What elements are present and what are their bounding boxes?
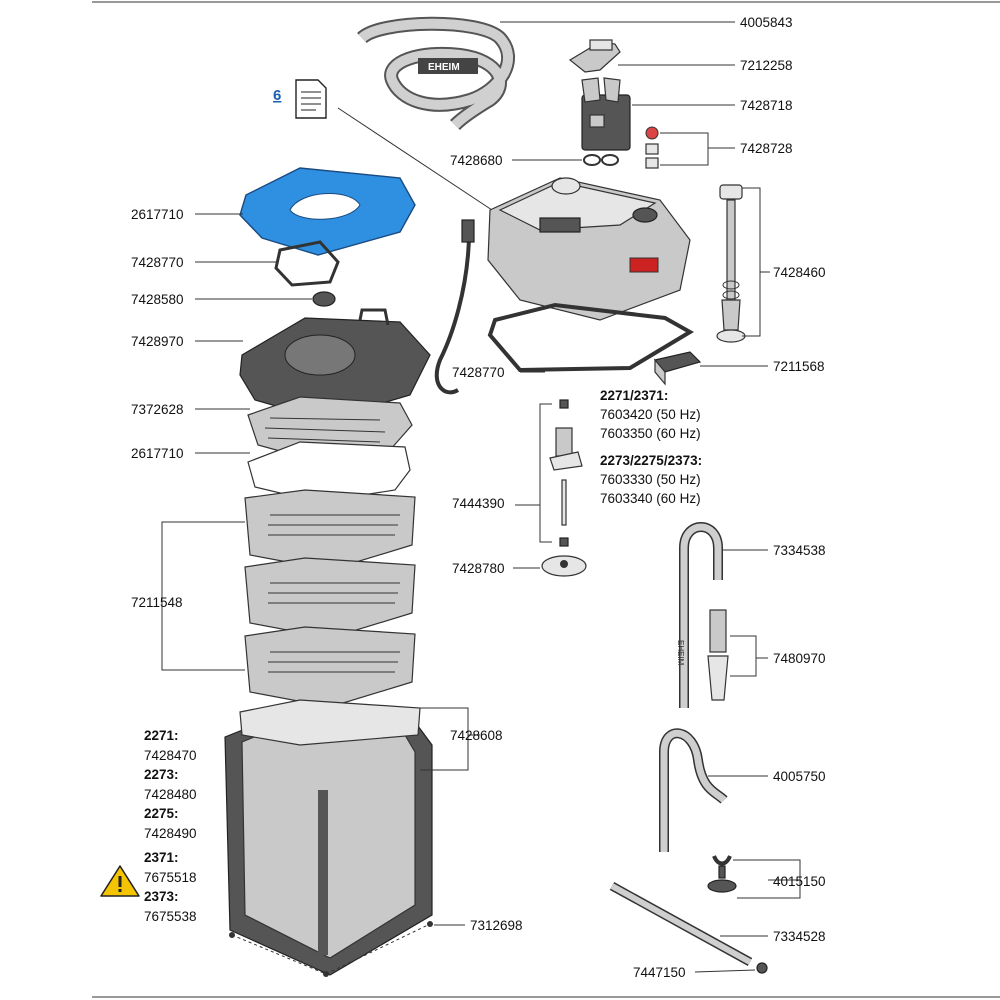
label-intake: 7334538 (773, 543, 826, 558)
motor-variant-5: 7603340 (60 Hz) (600, 491, 701, 506)
suction-cup-part (707, 855, 737, 893)
canister (224, 699, 433, 976)
label-tray: 7428970 (131, 334, 184, 349)
canister-variant-3: 7428480 (144, 787, 197, 802)
spray-bar (609, 882, 768, 974)
strainer-part (707, 609, 729, 701)
leader-strainer (730, 635, 768, 677)
label-filter-pad: 2617710 (131, 446, 184, 461)
canister-variant-2: 2273: (144, 767, 179, 782)
label-adapter: 7428718 (740, 98, 793, 113)
label-hose: 4005843 (740, 15, 793, 30)
warning-icon (100, 865, 140, 897)
seals-part (583, 154, 619, 166)
canister-variant-6: 2371: (144, 850, 179, 865)
label-baskets: 7211548 (131, 595, 183, 610)
motor-variant-0: 2271/2371: (600, 388, 668, 403)
impeller-assembly (541, 399, 587, 577)
leader-suction (733, 859, 801, 899)
leader-manual (337, 107, 496, 213)
label-spray: 7334528 (773, 929, 826, 944)
label-knob: 7428580 (131, 292, 184, 307)
pump-head-gasket (487, 302, 694, 373)
label-pump-gasket: 7428770 (452, 365, 505, 380)
canister-variant-1: 7428470 (144, 748, 197, 763)
canister-variant-5: 7428490 (144, 826, 197, 841)
leader-impeller (515, 403, 552, 543)
label-handle: 7428608 (450, 728, 503, 743)
label-feet: 7312698 (470, 918, 523, 933)
motor-variant-1: 7603420 (50 Hz) (600, 407, 701, 422)
outlet-pipe-assembly (716, 184, 746, 343)
intake-pipe: EHEIM (676, 522, 723, 708)
clip-part (568, 39, 621, 73)
pipe-brand: EHEIM (676, 640, 685, 666)
label-clip: 7212258 (740, 58, 793, 73)
label-return: 4005750 (773, 769, 826, 784)
canister-variant-0: 2271: (144, 728, 179, 743)
canister-variants: 2271: 7428470 2273: 7428480 2275: 742849… (144, 728, 197, 924)
top-gasket (274, 240, 340, 287)
label-top-cover: 2617710 (131, 207, 184, 222)
manual-link[interactable]: 6 (273, 87, 281, 104)
canister-variant-4: 2275: (144, 806, 179, 821)
basket-1 (244, 489, 416, 571)
label-endcap: 7447150 (633, 965, 686, 980)
motor-variant-4: 7603330 (50 Hz) (600, 472, 701, 487)
top-cover-blue (239, 167, 416, 256)
leader-endcap (694, 969, 756, 973)
label-outlet: 7428460 (773, 265, 826, 280)
canister-variant-8: 2373: (144, 889, 179, 904)
label-strainer: 7480970 (773, 651, 826, 666)
label-impeller: 7444390 (452, 496, 505, 511)
document-icon[interactable] (295, 79, 327, 119)
hose-coil: EHEIM (357, 16, 515, 131)
pump-head (487, 177, 691, 321)
label-grid: 7372628 (131, 402, 184, 417)
label-valve: 7428728 (740, 141, 793, 156)
leader-handle (420, 707, 480, 771)
feet (229, 921, 433, 977)
basket-2 (244, 557, 416, 639)
motor-variants: 2271/2371: 7603420 (50 Hz) 7603350 (60 H… (600, 388, 702, 506)
tray-top (239, 308, 431, 421)
motor-variant-3: 2273/2275/2373: (600, 453, 702, 468)
label-impeller-cover: 7428780 (452, 561, 505, 576)
canister-variant-9: 7675538 (144, 909, 197, 924)
power-cord (434, 219, 475, 395)
knob-part (312, 291, 336, 307)
canister-variant-7: 7675518 (144, 870, 197, 885)
adapter-part (581, 77, 631, 151)
label-seals: 7428680 (450, 153, 503, 168)
hose-brand: EHEIM (428, 62, 460, 73)
leader-baskets (161, 521, 245, 671)
leader-valve (660, 132, 735, 166)
hose-brand-band (418, 58, 478, 74)
label-switch: 7211568 (773, 359, 825, 374)
motor-variant-2: 7603350 (60 Hz) (600, 426, 701, 441)
return-pipe (659, 728, 728, 852)
label-top-gasket: 7428770 (131, 255, 184, 270)
basket-3 (244, 626, 416, 708)
switch-part (653, 351, 702, 386)
leader-outlet (742, 187, 770, 337)
filter-pad (247, 441, 411, 503)
label-suction: 4015150 (773, 874, 826, 889)
valve-part (645, 126, 659, 169)
